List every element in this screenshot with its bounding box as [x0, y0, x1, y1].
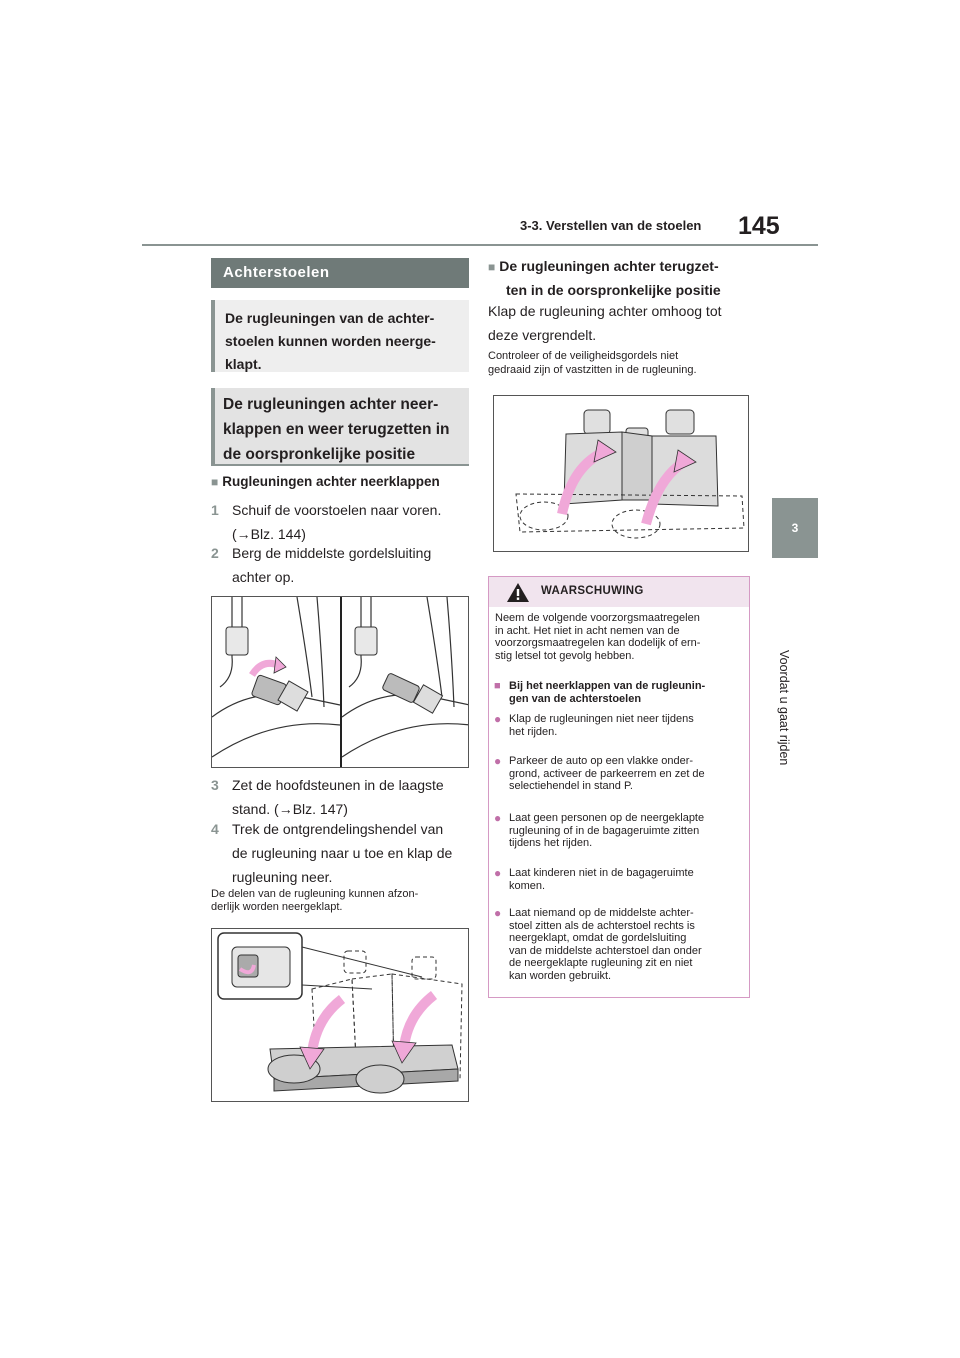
square-bullet-icon: ■ — [494, 680, 501, 692]
subsection-box: De rugleuningen achter neer- klappen en … — [211, 388, 469, 466]
fold-down-illustration — [211, 928, 469, 1102]
restore-text: Klap de rugleuning achter omhoog tot dez… — [488, 303, 722, 343]
bullet-dot-icon: ● — [494, 811, 502, 825]
chapter-tab: 3 — [772, 498, 818, 558]
restore-note: Controleer of de veiligheidsgordels niet… — [488, 350, 697, 376]
step-1: 1 Schuif de voorstoelen naar voren. (→Bl… — [211, 498, 469, 546]
intro-line: klapt. — [225, 356, 262, 372]
chapter-tab-label: Voordat u gaat rijden — [777, 650, 791, 766]
subsection-line: klappen en weer terugzetten in — [223, 421, 450, 438]
bullet-dot-icon: ● — [494, 866, 502, 880]
intro-box: De rugleuningen van de achter- stoelen k… — [211, 300, 469, 372]
bullet-dot-icon: ● — [494, 712, 502, 726]
warning-box: WAARSCHUWING Neem de volgende voorzorgsm… — [488, 576, 750, 998]
step-number: 2 — [211, 545, 219, 561]
step-number: 4 — [211, 821, 219, 837]
buckle-illustration-svg — [212, 597, 468, 767]
header-rule — [142, 244, 818, 246]
step-3: 3 Zet de hoofdsteunen in de laagste stan… — [211, 773, 469, 821]
subsection-line: de oorspronkelijke positie — [223, 446, 416, 463]
step-number: 3 — [211, 777, 219, 793]
fold-heading: ■Rugleuningen achter neerklappen — [211, 474, 440, 489]
warning-title: WAARSCHUWING — [541, 585, 644, 597]
warning-intro: Neem de volgende voorzorgsmaatregelen in… — [495, 612, 701, 662]
running-header-title: 3-3. Verstellen van de stoelen — [520, 218, 702, 233]
square-bullet-icon: ■ — [211, 475, 219, 489]
restore-heading: ■De rugleuningen achter terugzet- ten in… — [488, 258, 721, 298]
fold-up-illustration-svg — [515, 409, 745, 539]
fold-down-illustration-svg — [217, 932, 463, 1094]
buckle-illustration — [211, 596, 469, 768]
intro-line: stoelen kunnen worden neerge- — [225, 333, 436, 349]
step-4: 4 Trek de ontgrendelingshendel van de ru… — [211, 817, 469, 889]
step-2: 2 Berg de middelste gordelsluiting achte… — [211, 541, 469, 589]
step-number: 1 — [211, 502, 219, 518]
subsection-line: De rugleuningen achter neer- — [223, 396, 439, 413]
fold-up-illustration — [493, 395, 749, 552]
fold-note: De delen van de rugleuning kunnen afzon-… — [211, 888, 419, 913]
bullet-dot-icon: ● — [494, 906, 502, 920]
square-bullet-icon: ■ — [488, 260, 496, 274]
section-title-bar: Achterstoelen — [211, 258, 469, 288]
intro-line: De rugleuningen van de achter- — [225, 310, 435, 326]
warning-triangle-icon — [507, 583, 529, 602]
bullet-dot-icon: ● — [494, 754, 502, 768]
warning-header: WAARSCHUWING — [489, 577, 749, 607]
page-number: 145 — [738, 212, 780, 240]
